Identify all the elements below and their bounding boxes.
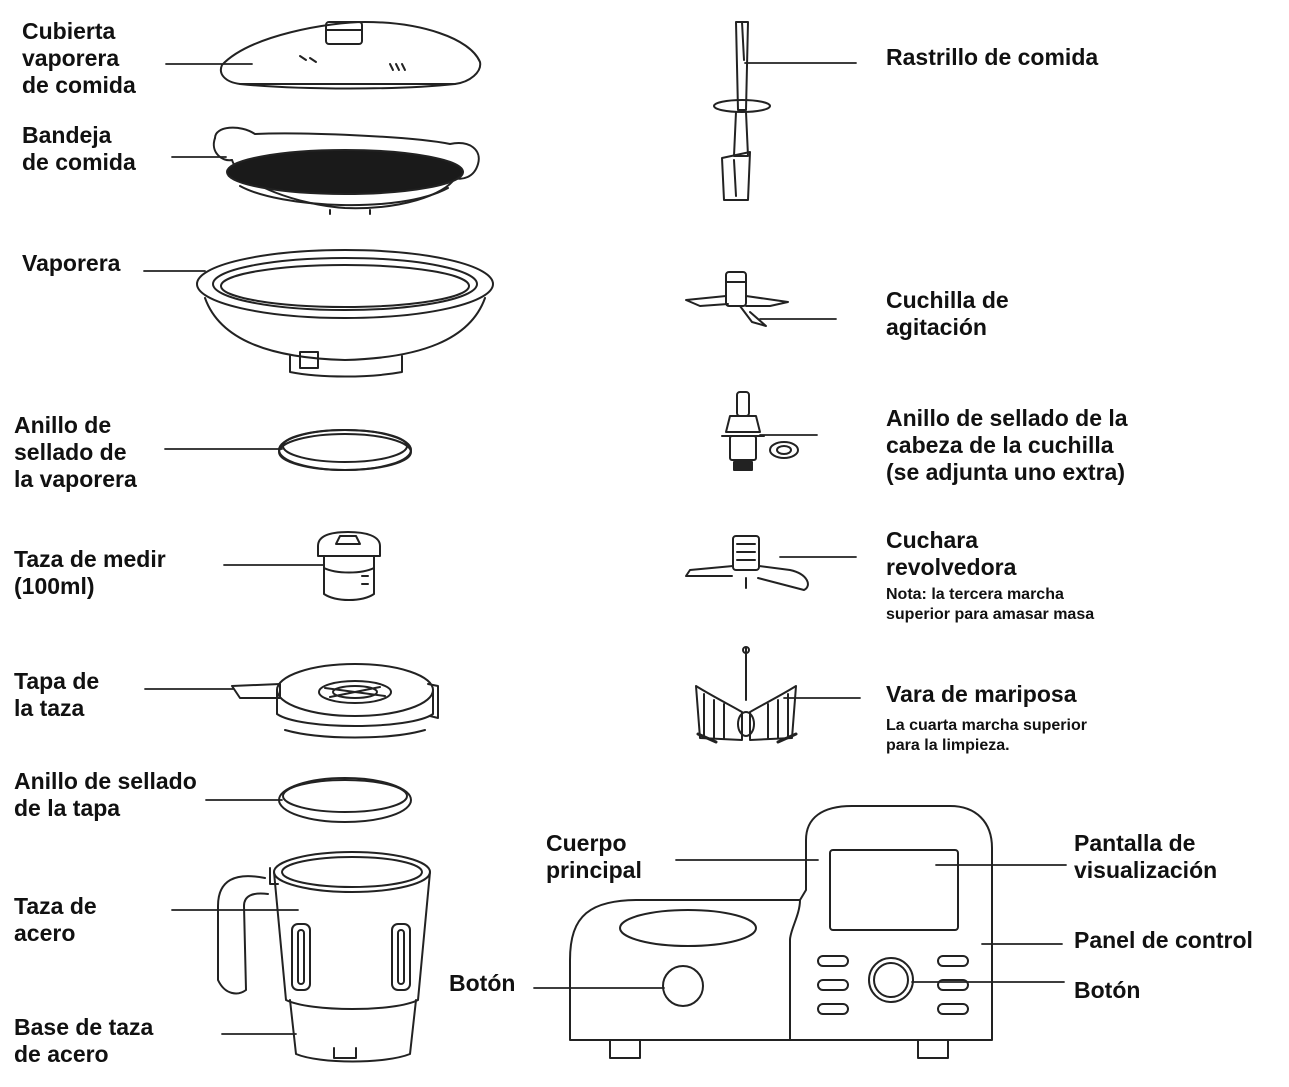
label-chopping-blade: Cuchilla de agitación (886, 287, 1009, 340)
label-food-rake: Rastrillo de comida (886, 44, 1099, 70)
label-steamer-lid: Cubierta vaporera de comida (22, 18, 136, 98)
butterfly-whisk-illustration (696, 647, 796, 742)
measuring-cup-illustration (318, 532, 380, 600)
label-butterfly-whisk: Vara de mariposa (886, 681, 1077, 707)
label-lid-seal-ring: Anillo de sellado de la tapa (14, 768, 197, 821)
leader-lines (144, 63, 1066, 1034)
label-steel-cup-base: Base de taza de acero (14, 1014, 154, 1067)
food-tray-illustration (214, 128, 479, 214)
label-kneading-paddle: Cuchara revolvedora (886, 527, 1017, 580)
note-butterfly-whisk: La cuarta marcha superior para la limpie… (886, 717, 1087, 754)
steel-cup-illustration (218, 852, 430, 1062)
chopping-blade-illustration (686, 272, 788, 326)
steamer-illustration (197, 250, 493, 377)
label-measuring-cup: Taza de medir (100ml) (14, 546, 166, 599)
cup-lid-illustration (232, 664, 438, 738)
kneading-paddle-illustration (686, 536, 808, 590)
label-button-left: Botón (449, 970, 516, 996)
steamer-seal-ring-illustration (279, 430, 411, 470)
label-steel-cup: Taza de acero (14, 893, 97, 946)
label-food-tray: Bandeja de comida (22, 122, 136, 175)
lid-seal-ring-illustration (279, 778, 411, 822)
note-kneading-paddle: Nota: la tercera marcha superior para am… (886, 586, 1095, 623)
label-blade-head-seal: Anillo de sellado de la cabeza de la cuc… (886, 405, 1128, 485)
food-rake-illustration (714, 22, 770, 200)
label-cup-lid: Tapa de la taza (14, 668, 100, 721)
main-body-illustration (570, 806, 992, 1058)
label-button-right: Botón (1074, 977, 1141, 1003)
label-main-body: Cuerpo principal (546, 830, 642, 883)
label-display: Pantalla de visualización (1074, 830, 1218, 883)
steamer-lid-illustration (221, 22, 480, 89)
blade-head-seal-illustration (722, 392, 798, 470)
label-steamer: Vaporera (22, 250, 121, 276)
label-control-panel: Panel de control (1074, 927, 1253, 953)
label-steamer-seal-ring: Anillo de sellado de la vaporera (14, 412, 137, 492)
